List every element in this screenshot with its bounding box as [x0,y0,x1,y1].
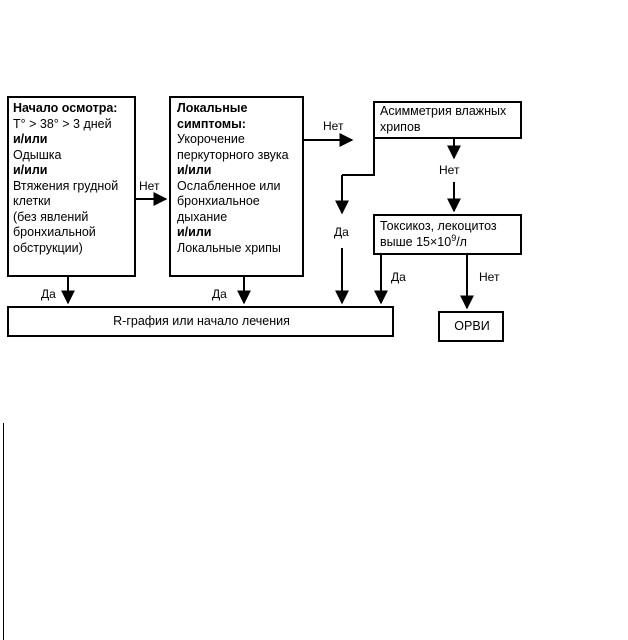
box-xray-text: R-графия или начало лечения [113,314,290,328]
box-start-title: Начало осмотра: [13,101,118,115]
box-local-line: перкуторного звука [177,147,289,162]
box-local: Локальные симптомы: Укорочение перкуторн… [177,101,289,256]
box-local-line: Локальные хрипы [177,240,281,255]
label-tox-no: Нет [479,270,500,284]
label-asym-no: Нет [439,163,460,177]
box-orvi-text: ОРВИ [454,319,490,333]
label-asym-yes: Да [334,225,349,239]
box-start-border [7,96,136,277]
label-local-yes: Да [212,287,227,301]
box-tox-line1: Токсикоз, лекоцитоз [380,219,497,233]
box-local-title: Локальные [177,101,248,115]
box-local-line: Укорочение [177,132,245,146]
box-start-line: бронхиальной [13,225,96,239]
box-start-line: T° > 38° > 3 дней [13,116,112,131]
box-start-line: обструкции) [13,240,83,255]
box-asym-border [373,101,522,139]
box-local-line: бронхиальное [177,194,260,208]
box-asym-line: Асимметрия влажных [380,104,507,118]
box-xray: R-графия или начало лечения [8,314,395,329]
label-start-no: Нет [139,179,160,193]
box-local-border [169,96,304,277]
label-start-yes: Да [41,287,56,301]
connector-asym-yes [342,138,375,176]
box-local-line: дыхание [177,209,228,224]
box-local-line: симптомы: [177,116,246,131]
page-edge-line [3,423,4,640]
box-tox-line2-sup: 9 [451,232,457,243]
box-local-line: Ослабленное или [177,178,281,193]
box-asym: Асимметрия влажных хрипов [380,104,506,135]
box-xray-border [7,306,394,337]
label-local-no: Нет [323,119,344,133]
box-start-line: клетки [13,194,51,208]
box-tox-line2-suffix: /л [456,234,467,249]
box-orvi-border [438,311,504,342]
label-tox-yes: Да [391,270,406,284]
box-tox-border [373,214,522,255]
box-start: Начало осмотра: T° > 38° > 3 дней и/или … [13,101,118,256]
box-local-line: и/или [177,163,212,177]
box-start-line: Одышка [13,147,62,162]
box-tox-line2-prefix: выше 15×10 [380,234,452,249]
box-start-line: (без явлений [13,209,89,224]
box-tox-line2: выше 15×109/л [380,232,497,251]
box-asym-line: хрипов [380,119,421,134]
box-tox: Токсикоз, лекоцитоз выше 15×109/л [380,219,497,250]
box-start-line: Втяжения грудной [13,178,119,193]
box-start-line: и/или [13,163,48,177]
box-start-line: и/или [13,132,48,146]
box-orvi: ОРВИ [439,319,505,334]
box-local-line: и/или [177,225,212,239]
